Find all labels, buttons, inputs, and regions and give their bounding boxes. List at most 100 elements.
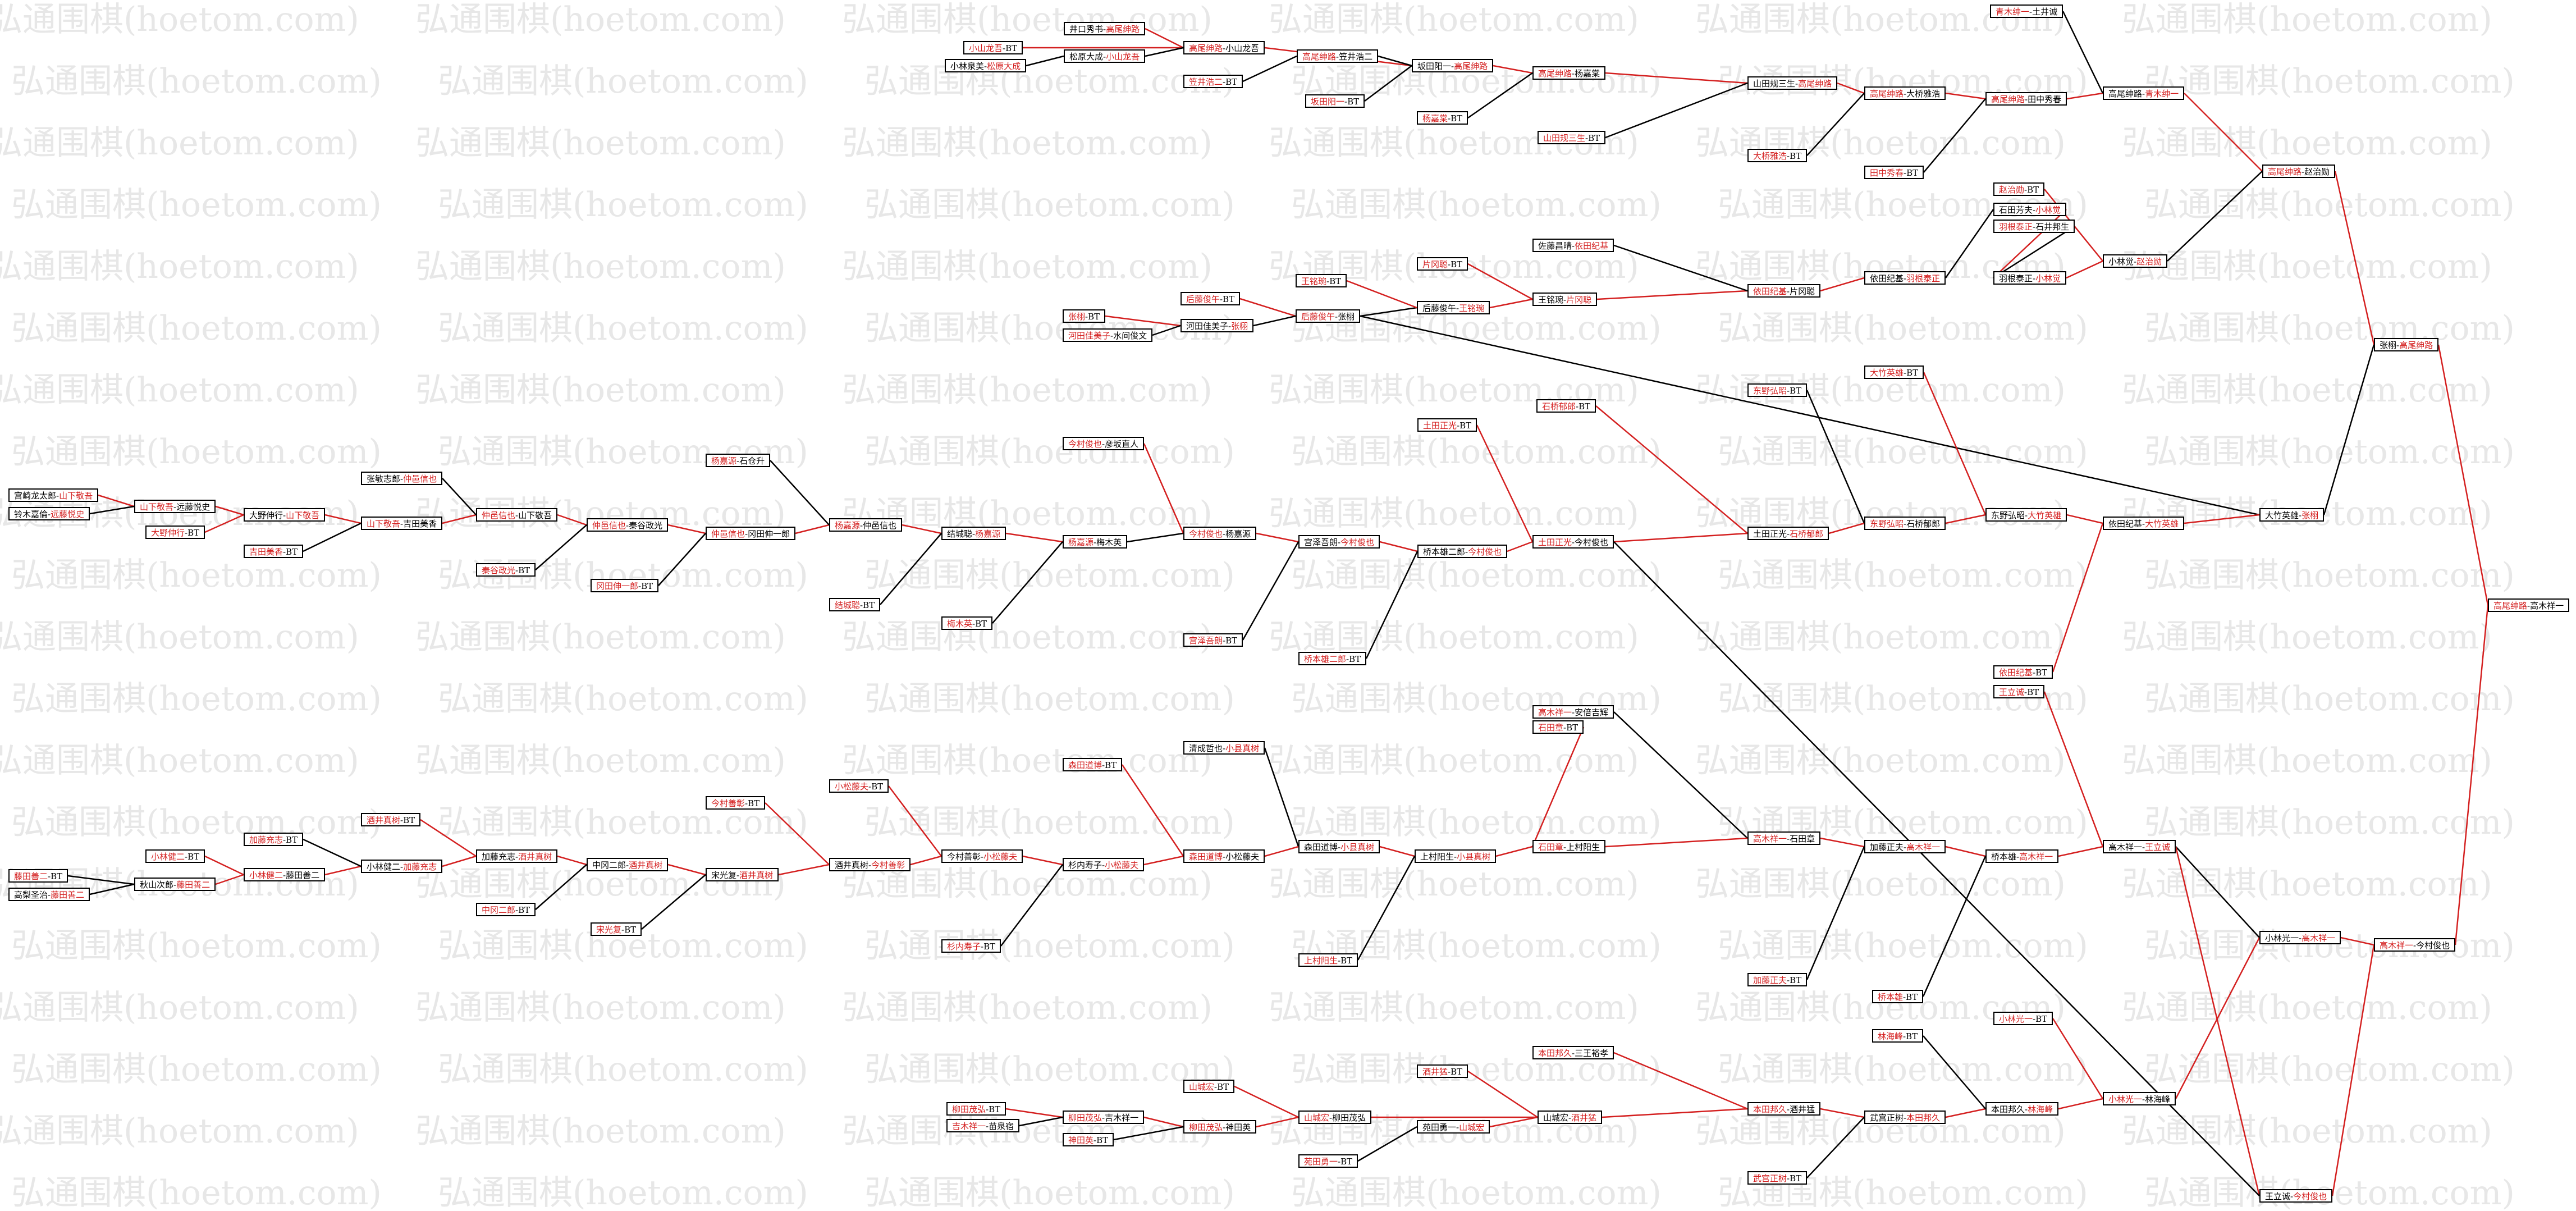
player-name: 依田纪基 bbox=[1999, 668, 2033, 678]
bracket-link bbox=[1945, 514, 1986, 524]
player-name: 吉田美香 bbox=[249, 547, 283, 557]
match-node: 秋山次郎-藤田善二 bbox=[134, 878, 216, 891]
player-name: 桥本雄 bbox=[1991, 852, 2017, 862]
player-name: 酒井真树 bbox=[629, 860, 663, 870]
match-node: 柳田茂弘-吉木祥一 bbox=[1063, 1111, 1145, 1124]
player-name: BT bbox=[518, 565, 530, 575]
bracket-link bbox=[1596, 290, 1748, 300]
match-node: 高尾绅路-高木祥一 bbox=[2488, 598, 2570, 612]
player-name: 土井诚 bbox=[2032, 7, 2058, 17]
player-name: 河田佳美子 bbox=[1068, 331, 1111, 341]
bracket-link bbox=[667, 524, 706, 534]
player-name: 东野弘昭 bbox=[1991, 510, 2025, 520]
vs-separator: - bbox=[1563, 842, 1567, 852]
player-name: BT bbox=[1906, 368, 1919, 378]
bracket-link bbox=[2066, 92, 2103, 100]
match-node: 本田邦久-林海峰 bbox=[1985, 1102, 2059, 1116]
match-node: 柳田茂弘-神田英 bbox=[1183, 1120, 1257, 1134]
vs-separator: - bbox=[986, 1104, 989, 1114]
match-node: 今村善彰-小松藤夫 bbox=[941, 849, 1023, 863]
vs-separator: - bbox=[1787, 286, 1790, 296]
bracket-link bbox=[2066, 514, 2103, 524]
player-name: 石田章 bbox=[1538, 723, 1564, 733]
match-node: 本田邦久-三王裕孝 bbox=[1532, 1046, 1614, 1059]
player-name: 小林光一 bbox=[2265, 933, 2299, 943]
bracket-link bbox=[770, 460, 830, 525]
player-name: 土田正光 bbox=[1753, 529, 1787, 539]
player-name: BT bbox=[286, 835, 298, 845]
match-node: 坂田阳一-高尾绅路 bbox=[1412, 59, 1494, 72]
player-name: 石桥郁郎 bbox=[1906, 519, 1941, 529]
bracket-link bbox=[1613, 541, 2260, 1196]
bracket-link bbox=[795, 524, 830, 534]
bracket-link bbox=[1837, 82, 1865, 94]
vs-separator: - bbox=[1102, 860, 1105, 870]
player-name: 井口秀书 bbox=[1069, 24, 1104, 34]
vs-separator: - bbox=[1787, 975, 1790, 985]
match-node: 桥本雄二郎-今村俊也 bbox=[1417, 545, 1508, 558]
bracket-link bbox=[1922, 856, 1987, 997]
player-name: 大野伸行 bbox=[151, 528, 185, 538]
bracket-link bbox=[1256, 1116, 1299, 1128]
player-name: 水间俊文 bbox=[1113, 331, 1147, 341]
vs-separator: - bbox=[56, 491, 60, 501]
bracket-link bbox=[1127, 532, 1184, 543]
vs-separator: - bbox=[868, 782, 872, 792]
vs-separator: - bbox=[48, 509, 51, 519]
vs-separator: - bbox=[283, 510, 286, 520]
player-name: 王立诚 bbox=[2265, 1191, 2291, 1201]
bracket-link bbox=[1806, 390, 1865, 524]
match-node: 高梨圣治-藤田善二 bbox=[8, 888, 90, 901]
player-name: 笠井浩二 bbox=[1189, 77, 1223, 87]
match-node: 张栩-BT bbox=[1063, 309, 1106, 323]
vs-separator: - bbox=[1338, 537, 1341, 547]
vs-separator: - bbox=[2029, 7, 2033, 17]
player-name: 小林觉 bbox=[2035, 273, 2061, 284]
match-node: 仲邑信也-秦谷政光 bbox=[587, 518, 669, 532]
match-node: 吉田美香-BT bbox=[244, 545, 304, 558]
vs-separator: - bbox=[981, 852, 984, 862]
player-name: 今村俊也 bbox=[1340, 537, 1375, 547]
vs-separator: - bbox=[745, 529, 748, 539]
player-name: 小县真树 bbox=[1225, 743, 1260, 753]
bracket-link bbox=[1806, 93, 1865, 156]
match-node: 高木祥一-王立诚 bbox=[2103, 840, 2176, 853]
match-node: 仲邑信也-山下敬吾 bbox=[476, 508, 558, 522]
match-node: 片冈聪-BT bbox=[1417, 257, 1468, 271]
player-name: 高尾绅路 bbox=[1870, 89, 1904, 99]
bracket-link bbox=[535, 864, 587, 910]
bracket-link bbox=[324, 514, 362, 524]
vs-separator: - bbox=[2299, 933, 2302, 943]
player-name: 张栩 bbox=[1231, 321, 1248, 331]
player-name: 吉木祥一 bbox=[1105, 1113, 1139, 1123]
match-node: 今村俊也-杨嘉源 bbox=[1183, 527, 1257, 540]
player-name: BT bbox=[403, 815, 415, 825]
player-name: 杨嘉棠 bbox=[1575, 68, 1600, 79]
vs-separator: - bbox=[1223, 1122, 1226, 1132]
player-name: 王铭琬 bbox=[1301, 276, 1327, 286]
player-name: 后藤俊午 bbox=[1422, 303, 1457, 313]
player-name: 神田英 bbox=[1225, 1122, 1251, 1132]
player-name: 笠井浩二 bbox=[1339, 52, 1373, 62]
vs-separator: - bbox=[1346, 654, 1349, 664]
player-name: BT bbox=[1451, 259, 1463, 269]
bracket-link bbox=[1993, 225, 2075, 279]
player-name: 杨嘉源 bbox=[835, 520, 861, 531]
player-name: BT bbox=[1790, 1173, 1802, 1183]
player-name: 坂田阳一 bbox=[1311, 97, 1345, 107]
player-name: 大野伸行 bbox=[249, 510, 283, 520]
vs-separator: - bbox=[1572, 241, 1575, 251]
player-name: BT bbox=[2027, 687, 2039, 697]
vs-separator: - bbox=[2142, 89, 2145, 99]
player-name: 张敏志郎 bbox=[367, 474, 401, 484]
vs-separator: - bbox=[515, 565, 519, 575]
match-node: 笠井浩二-BT bbox=[1183, 75, 1243, 88]
bracket-link bbox=[2043, 691, 2104, 847]
match-node: 小林光一-BT bbox=[1993, 1012, 2053, 1025]
vs-separator: - bbox=[2033, 222, 2036, 232]
match-node: 依田纪基-片冈聪 bbox=[1747, 284, 1821, 298]
bracket-link bbox=[324, 865, 362, 876]
vs-separator: - bbox=[1456, 1122, 1459, 1132]
match-node: 东野弘昭-大竹英雄 bbox=[1985, 508, 2067, 522]
player-name: 今村俊也 bbox=[1575, 537, 1609, 547]
